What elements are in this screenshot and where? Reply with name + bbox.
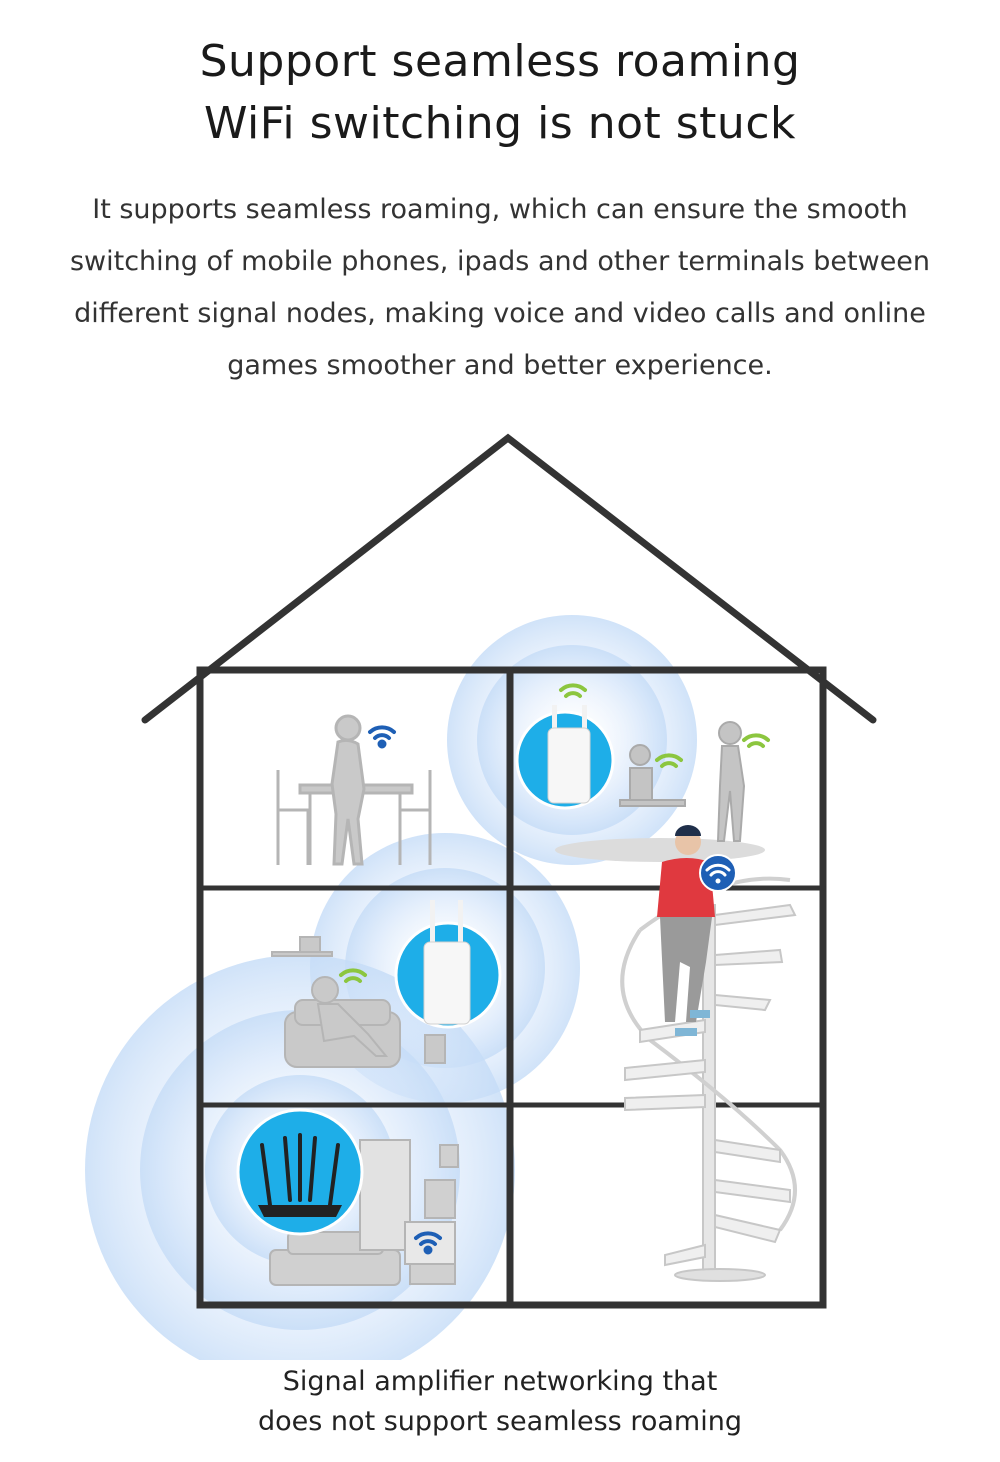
- spiral-staircase-icon: [620, 876, 797, 1282]
- router-icon: [260, 1133, 340, 1207]
- house-icon: [141, 433, 877, 1309]
- person-icon: [311, 976, 339, 1004]
- description-line2: switching of mobile phones, ipads and ot…: [69, 246, 931, 277]
- wifi-icon: [368, 725, 396, 749]
- description-line1: It supports seamless roaming, which can …: [92, 194, 908, 225]
- extender-device: [394, 900, 502, 1029]
- wifi-icon: [705, 863, 731, 877]
- sofa-icon: [269, 1249, 401, 1286]
- router-device: [236, 1108, 364, 1236]
- dining-scene: [276, 714, 432, 866]
- caption-line2: does not support seamless roaming: [258, 1406, 742, 1437]
- wifi-icon: [339, 968, 367, 983]
- description-line4: games smoother and better experience.: [227, 350, 773, 381]
- chair-icon: [276, 770, 310, 865]
- description-line3: different signal nodes, making voice and…: [74, 298, 926, 329]
- wifi-badge: [699, 854, 737, 892]
- extender-device: [515, 705, 615, 810]
- page-title-line2: WiFi switching is not stuck: [204, 98, 796, 149]
- person-icon: [334, 714, 362, 742]
- wifi-icon: [414, 1231, 442, 1255]
- person-icon: [629, 744, 651, 766]
- wifi-icon: [559, 683, 770, 768]
- person-icon: [718, 721, 742, 745]
- caption-line1: Signal amplifier networking that: [282, 1366, 718, 1397]
- house-illustration: [85, 433, 877, 1360]
- sofa-scene: [271, 936, 446, 1068]
- page-title-line1: Support seamless roaming: [199, 36, 801, 87]
